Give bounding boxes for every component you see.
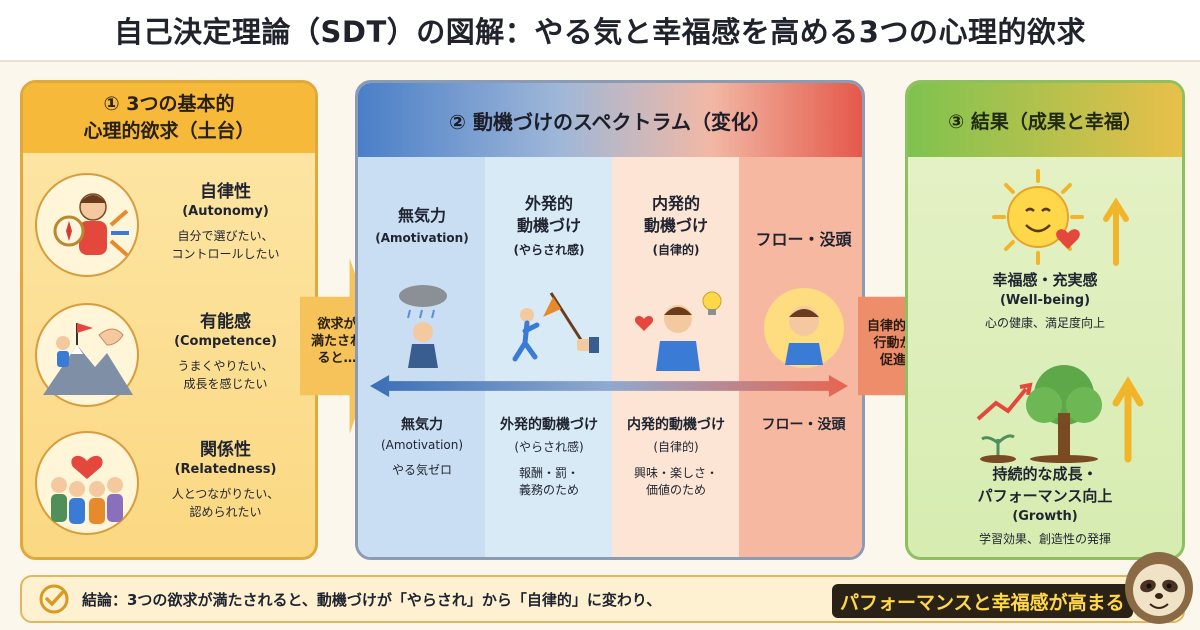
column-desc: やる気ゼロ (391, 463, 452, 477)
column-subtitle: (Amotivation) (375, 231, 469, 245)
check-circle-icon (38, 583, 70, 615)
carrot-stick-icon (512, 292, 599, 362)
spectrum-panel: ② 動機づけのスペクトラム（変化） 無気力 (Amotivation) 無気力 … (355, 80, 865, 560)
result-english: (Growth) (1012, 509, 1078, 524)
column-subtitle: (やらされ感) (513, 243, 585, 257)
need-desc: 人とつながりたい、 (171, 487, 280, 501)
arrow1-line: ると… (317, 351, 357, 366)
result-growth: 持続的な成長・ パフォーマンス向上 (Growth) 学習効果、創造性の発揮 (908, 463, 1182, 547)
need-title: 有能感 (200, 312, 251, 332)
need-desc: コントロールしたい (171, 247, 280, 261)
need-desc: 成長を感じたい (183, 377, 268, 391)
raincloud-person-icon (399, 285, 447, 368)
result-wellbeing: 幸福感・充実感 (Well-being) 心の健康、満足度向上 (908, 269, 1182, 331)
need-competence: 有能感 (Competence) うまくやりたい、 成長を感じたい (35, 303, 315, 421)
need-title: 自律性 (200, 182, 251, 202)
conclusion-text: 結論：3つの欲求が満たされると、動機づけが「やらされ」から「自律的」に変わり、 (82, 590, 662, 609)
column-title: 動機づけ (643, 216, 708, 235)
page-title: 自己決定理論（SDT）の図解：やる気と幸福感を高める3つの心理的欲求 (114, 15, 1086, 49)
need-english: (Relatedness) (174, 462, 277, 477)
spectrum-column-amotivation: 無気力 (Amotivation) 無気力 (Amotivation) やる気ゼ… (358, 157, 486, 557)
sloth-mascot-icon (1125, 552, 1193, 624)
column-title: 内発的 (651, 194, 700, 213)
column-title: フロー・没頭 (755, 230, 852, 249)
results-panel: ③ 結果（成果と幸福） 幸福感・充実感 (Well-being) 心の健康、満足… (905, 80, 1185, 560)
arrow1-line: 欲求が (317, 317, 357, 332)
smiling-sun-icon (992, 169, 1129, 266)
needs-heading-line2: 心理的欲求（土台） (83, 120, 255, 142)
spectrum-column-extrinsic: 外発的 動機づけ (やらされ感) 外発的動機づけ (やらされ感) 報酬・罰・ 義… (485, 157, 613, 557)
column-title: 外発的 (524, 194, 573, 213)
column-desc: 義務のため (518, 483, 579, 497)
need-desc: 自分で選びたい、 (177, 229, 274, 243)
spectrum-column-flow: フロー・没頭 フロー・没頭 (739, 157, 862, 557)
compass-person-icon (35, 173, 139, 277)
glowing-person-icon (764, 288, 844, 368)
result-title: パフォーマンス向上 (977, 487, 1113, 505)
column-desc: 価値のため (645, 483, 706, 497)
result-english: (Well-being) (999, 293, 1091, 308)
column-bottom-title: フロー・没頭 (761, 417, 846, 433)
need-autonomy: 自律性 (Autonomy) 自分で選びたい、 コントロールしたい (35, 173, 315, 291)
arrow2-line: 促進 (879, 353, 906, 368)
need-desc: 認められたい (189, 505, 262, 519)
need-english: (Autonomy) (182, 204, 269, 219)
conclusion-highlight: パフォーマンスと幸福感が高まる (832, 584, 1133, 618)
arrow1-line: 満たされ (310, 334, 363, 349)
result-title: 幸福感・充実感 (992, 271, 1098, 289)
column-subtitle: (自律的) (652, 243, 700, 257)
column-title: 動機づけ (516, 216, 581, 235)
column-desc: 報酬・罰・ (518, 466, 579, 480)
arrow2-line: 行動が (873, 336, 913, 351)
column-bottom-subtitle: (Amotivation) (380, 438, 464, 452)
column-bottom-title: 無気力 (401, 417, 443, 433)
need-relatedness: 関係性 (Relatedness) 人とつながりたい、 認められたい (35, 431, 315, 549)
result-desc: 心の健康、満足度向上 (984, 316, 1105, 330)
arrow1-label: 欲求が 満たされ ると… (306, 316, 368, 367)
need-desc: うまくやりたい、 (177, 359, 274, 373)
column-bottom-title: 外発的動機づけ (500, 417, 598, 433)
mountain-climber-icon (35, 303, 139, 407)
title-bar: 自己決定理論（SDT）の図解：やる気と幸福感を高める3つの心理的欲求 (0, 0, 1200, 62)
lightbulb-person-icon (634, 291, 722, 371)
people-heart-icon (35, 431, 139, 535)
need-english: (Competence) (174, 334, 277, 349)
results-panel-heading: ③ 結果（成果と幸福） (908, 83, 1182, 157)
result-desc: 学習効果、創造性の発揮 (978, 532, 1111, 546)
needs-panel-heading: ① 3つの基本的 心理的欲求（土台） (23, 83, 315, 153)
column-bottom-subtitle: (やらされ感) (514, 440, 584, 454)
column-desc: 興味・楽しさ・ (633, 466, 718, 480)
column-bottom-title: 内発的動機づけ (627, 417, 725, 433)
need-title: 関係性 (200, 440, 251, 460)
needs-panel: ① 3つの基本的 心理的欲求（土台） 自律性 (Autonomy) 自分で選びた… (20, 80, 318, 560)
column-title: 無気力 (397, 206, 446, 225)
column-bottom-subtitle: (自律的) (653, 440, 699, 454)
result-title: 持続的な成長・ (992, 465, 1098, 483)
spectrum-panel-heading: ② 動機づけのスペクトラム（変化） (358, 83, 862, 157)
needs-heading-line1: ① 3つの基本的 (103, 93, 235, 115)
spectrum-column-intrinsic: 内発的 動機づけ (自律的) 内発的動機づけ (自律的) 興味・楽しさ・ 価値の… (612, 157, 740, 557)
growing-tree-icon (976, 365, 1144, 463)
